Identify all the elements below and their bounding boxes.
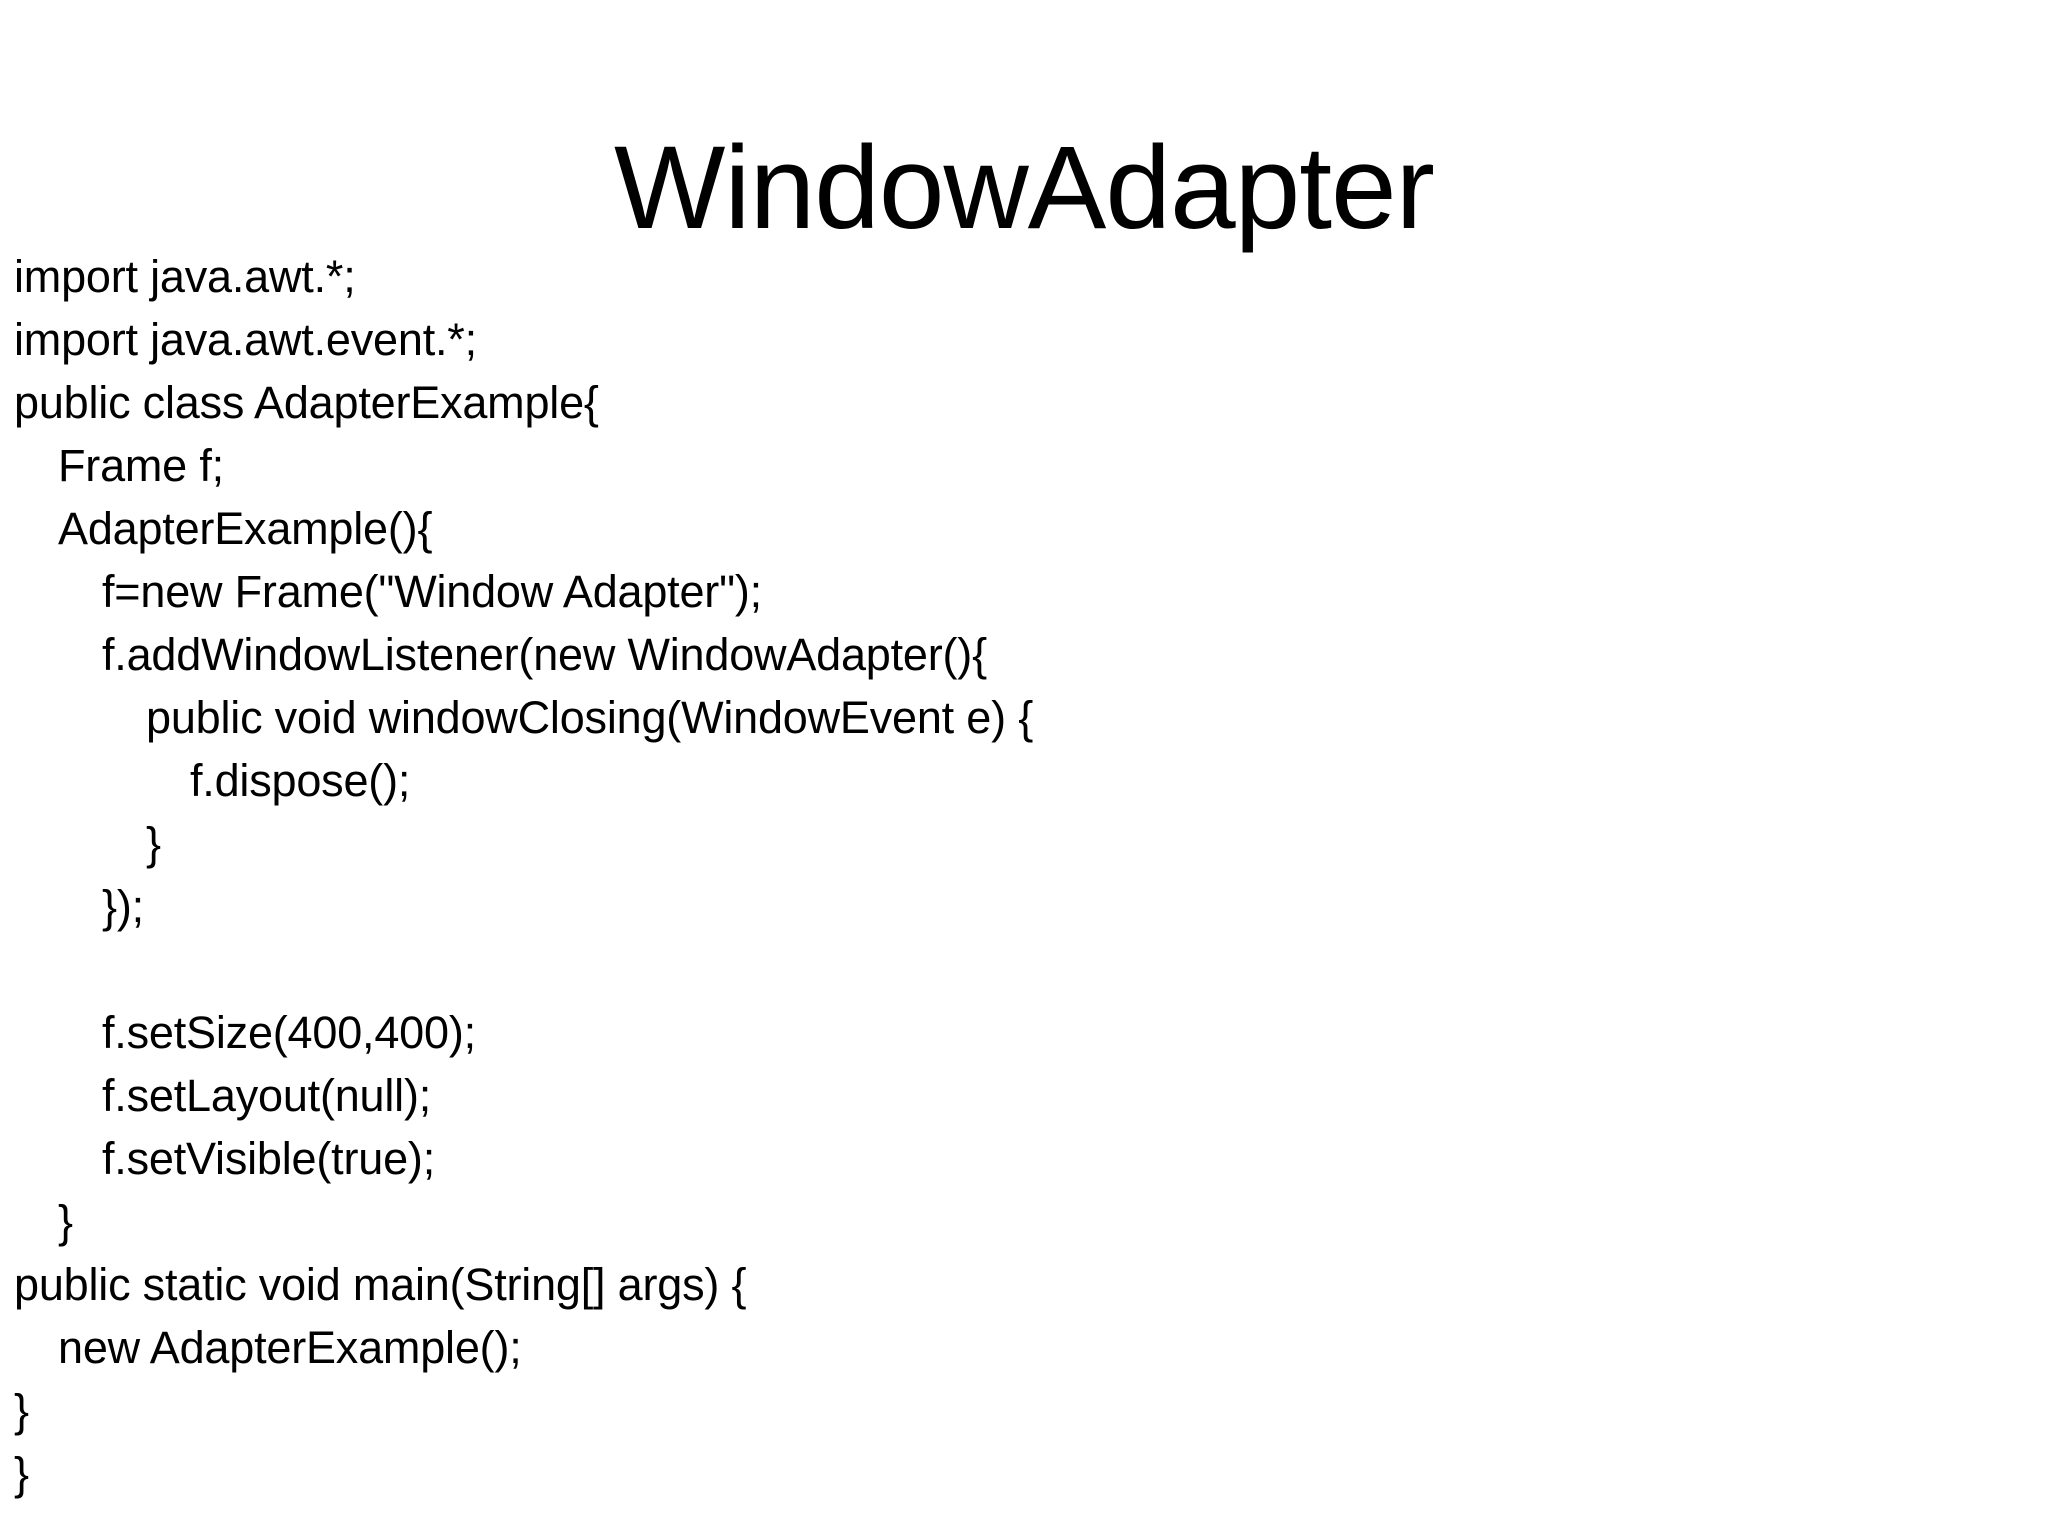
code-line: f.setVisible(true); [102,1133,435,1184]
code-line: f.dispose(); [190,755,411,806]
code-line-blank [14,938,2034,1001]
code-line: Frame f; [58,440,224,491]
code-block: import java.awt.*; import java.awt.event.… [14,245,2034,1505]
code-line: AdapterExample(){ [58,503,433,554]
code-line: } [58,1196,73,1247]
code-line: }); [102,881,144,932]
code-line: } [14,1385,29,1436]
code-line: import java.awt.event.*; [14,314,477,365]
code-line: public static void main(String[] args) { [14,1259,747,1310]
code-line: import java.awt.*; [14,251,356,302]
code-line: } [14,1448,29,1499]
code-line: } [146,818,161,869]
code-line: new AdapterExample(); [58,1322,522,1373]
code-line: f.addWindowListener(new WindowAdapter(){ [102,629,987,680]
code-line: f=new Frame("Window Adapter"); [102,566,762,617]
code-line: public void windowClosing(WindowEvent e)… [146,692,1034,743]
code-line: f.setSize(400,400); [102,1007,476,1058]
code-line: f.setLayout(null); [102,1070,432,1121]
code-line: public class AdapterExample{ [14,377,599,428]
page-title: WindowAdapter [614,122,1435,255]
